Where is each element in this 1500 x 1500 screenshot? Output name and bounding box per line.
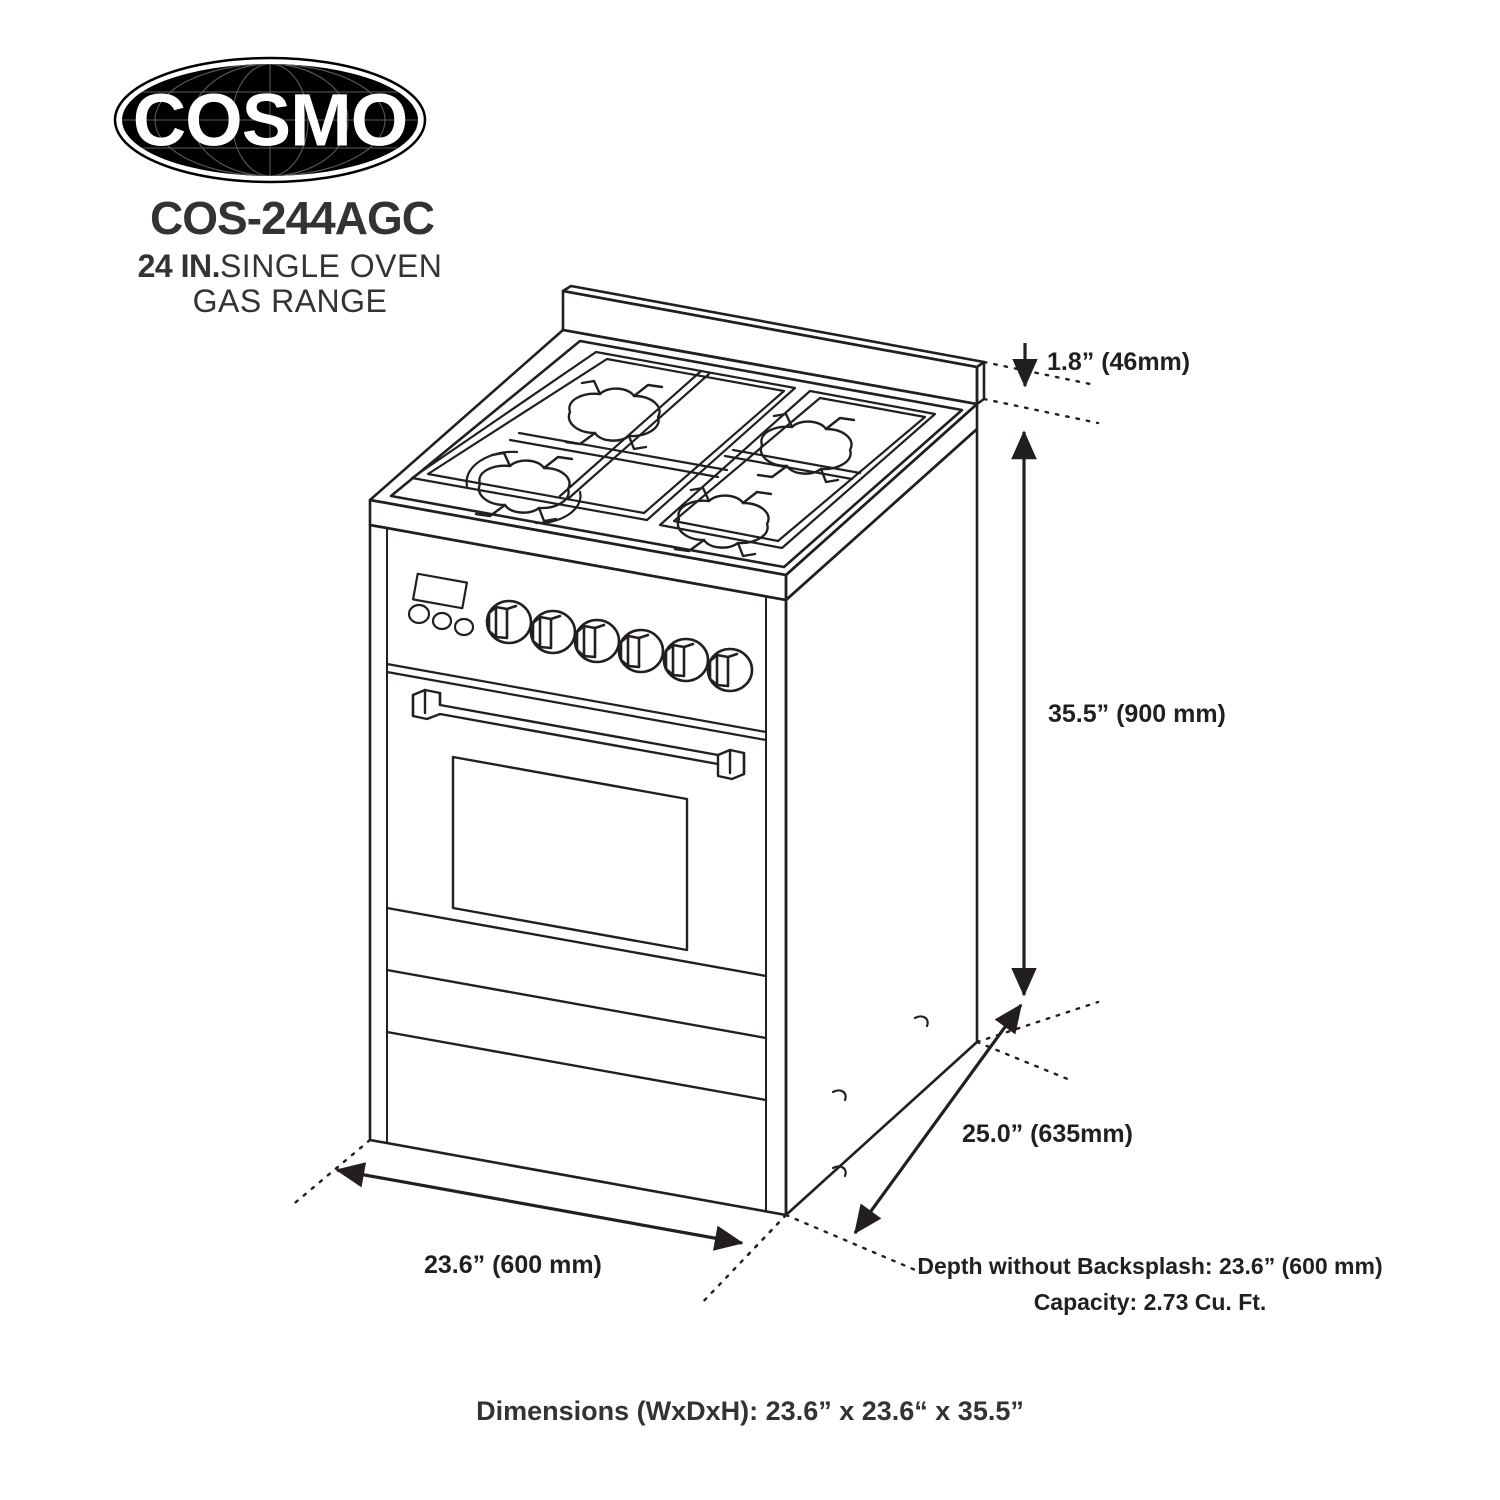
control-panel: [385, 662, 768, 742]
specification-notes: Depth without Backsplash: 23.6” (600 mm)…: [900, 1249, 1400, 1320]
lower-panel-lines: [385, 906, 768, 1102]
product-title-line-1: 24 IN.SINGLE OVEN: [100, 249, 480, 284]
control-button-1[interactable]: [407, 603, 431, 625]
type-label-line-1: SINGLE OVEN: [219, 248, 443, 284]
control-button-2[interactable]: [431, 611, 453, 631]
logo-wordmark: COSMO: [133, 79, 408, 162]
brand-block: COSMO COS-244AGC 24 IN.SINGLE OVEN GAS R…: [88, 55, 508, 318]
control-button-3[interactable]: [453, 617, 475, 637]
depth-dimension-arrow: [853, 1003, 1023, 1235]
backsplash-dimension-label: 1.8” (46mm): [1047, 348, 1191, 376]
burner-back-left: [564, 379, 664, 451]
burner-knob-1[interactable]: [485, 599, 533, 645]
width-dimension-label: 23.6” (600 mm): [424, 1251, 602, 1279]
cooktop-grate-left: [410, 350, 797, 522]
product-title: 24 IN.SINGLE OVEN GAS RANGE: [100, 249, 480, 318]
burner-knob-2[interactable]: [529, 609, 577, 655]
globe-ellipse-logo: COSMO: [113, 56, 427, 184]
burner-knob-4[interactable]: [617, 628, 665, 674]
burner-front-left: [465, 450, 582, 525]
width-dimension-arrow: [335, 1162, 744, 1251]
type-label-line-2: GAS RANGE: [192, 282, 388, 319]
product-title-line-2: GAS RANGE: [100, 282, 480, 319]
burner-front-right: [673, 486, 773, 558]
capacity-note: Capacity: 2.73 Cu. Ft.: [1033, 1288, 1267, 1315]
burner-back-right: [756, 412, 856, 484]
height-dimension-label: 35.5” (900 mm): [1048, 700, 1226, 728]
dimensions-caption: Dimensions (WxDxH): 23.6” x 23.6“ x 35.5…: [476, 1396, 1024, 1426]
model-number: COS-244AGC: [150, 192, 435, 244]
size-label: 24 IN.: [137, 248, 221, 284]
oven-knob-6[interactable]: [706, 647, 754, 693]
depth-dimension-label: 25.0” (635mm): [962, 1120, 1133, 1148]
oven-door-handle[interactable]: [411, 688, 746, 781]
cosmo-logo: COSMO: [110, 55, 430, 185]
backsplash: [561, 284, 986, 406]
burner-knob-3[interactable]: [573, 618, 621, 664]
oven-door-window: [451, 755, 689, 952]
depth-without-backsplash-note: Depth without Backsplash: 23.6” (600 mm): [917, 1253, 1383, 1279]
digital-clock-display: [411, 572, 469, 610]
oven-knob-5[interactable]: [662, 637, 710, 683]
